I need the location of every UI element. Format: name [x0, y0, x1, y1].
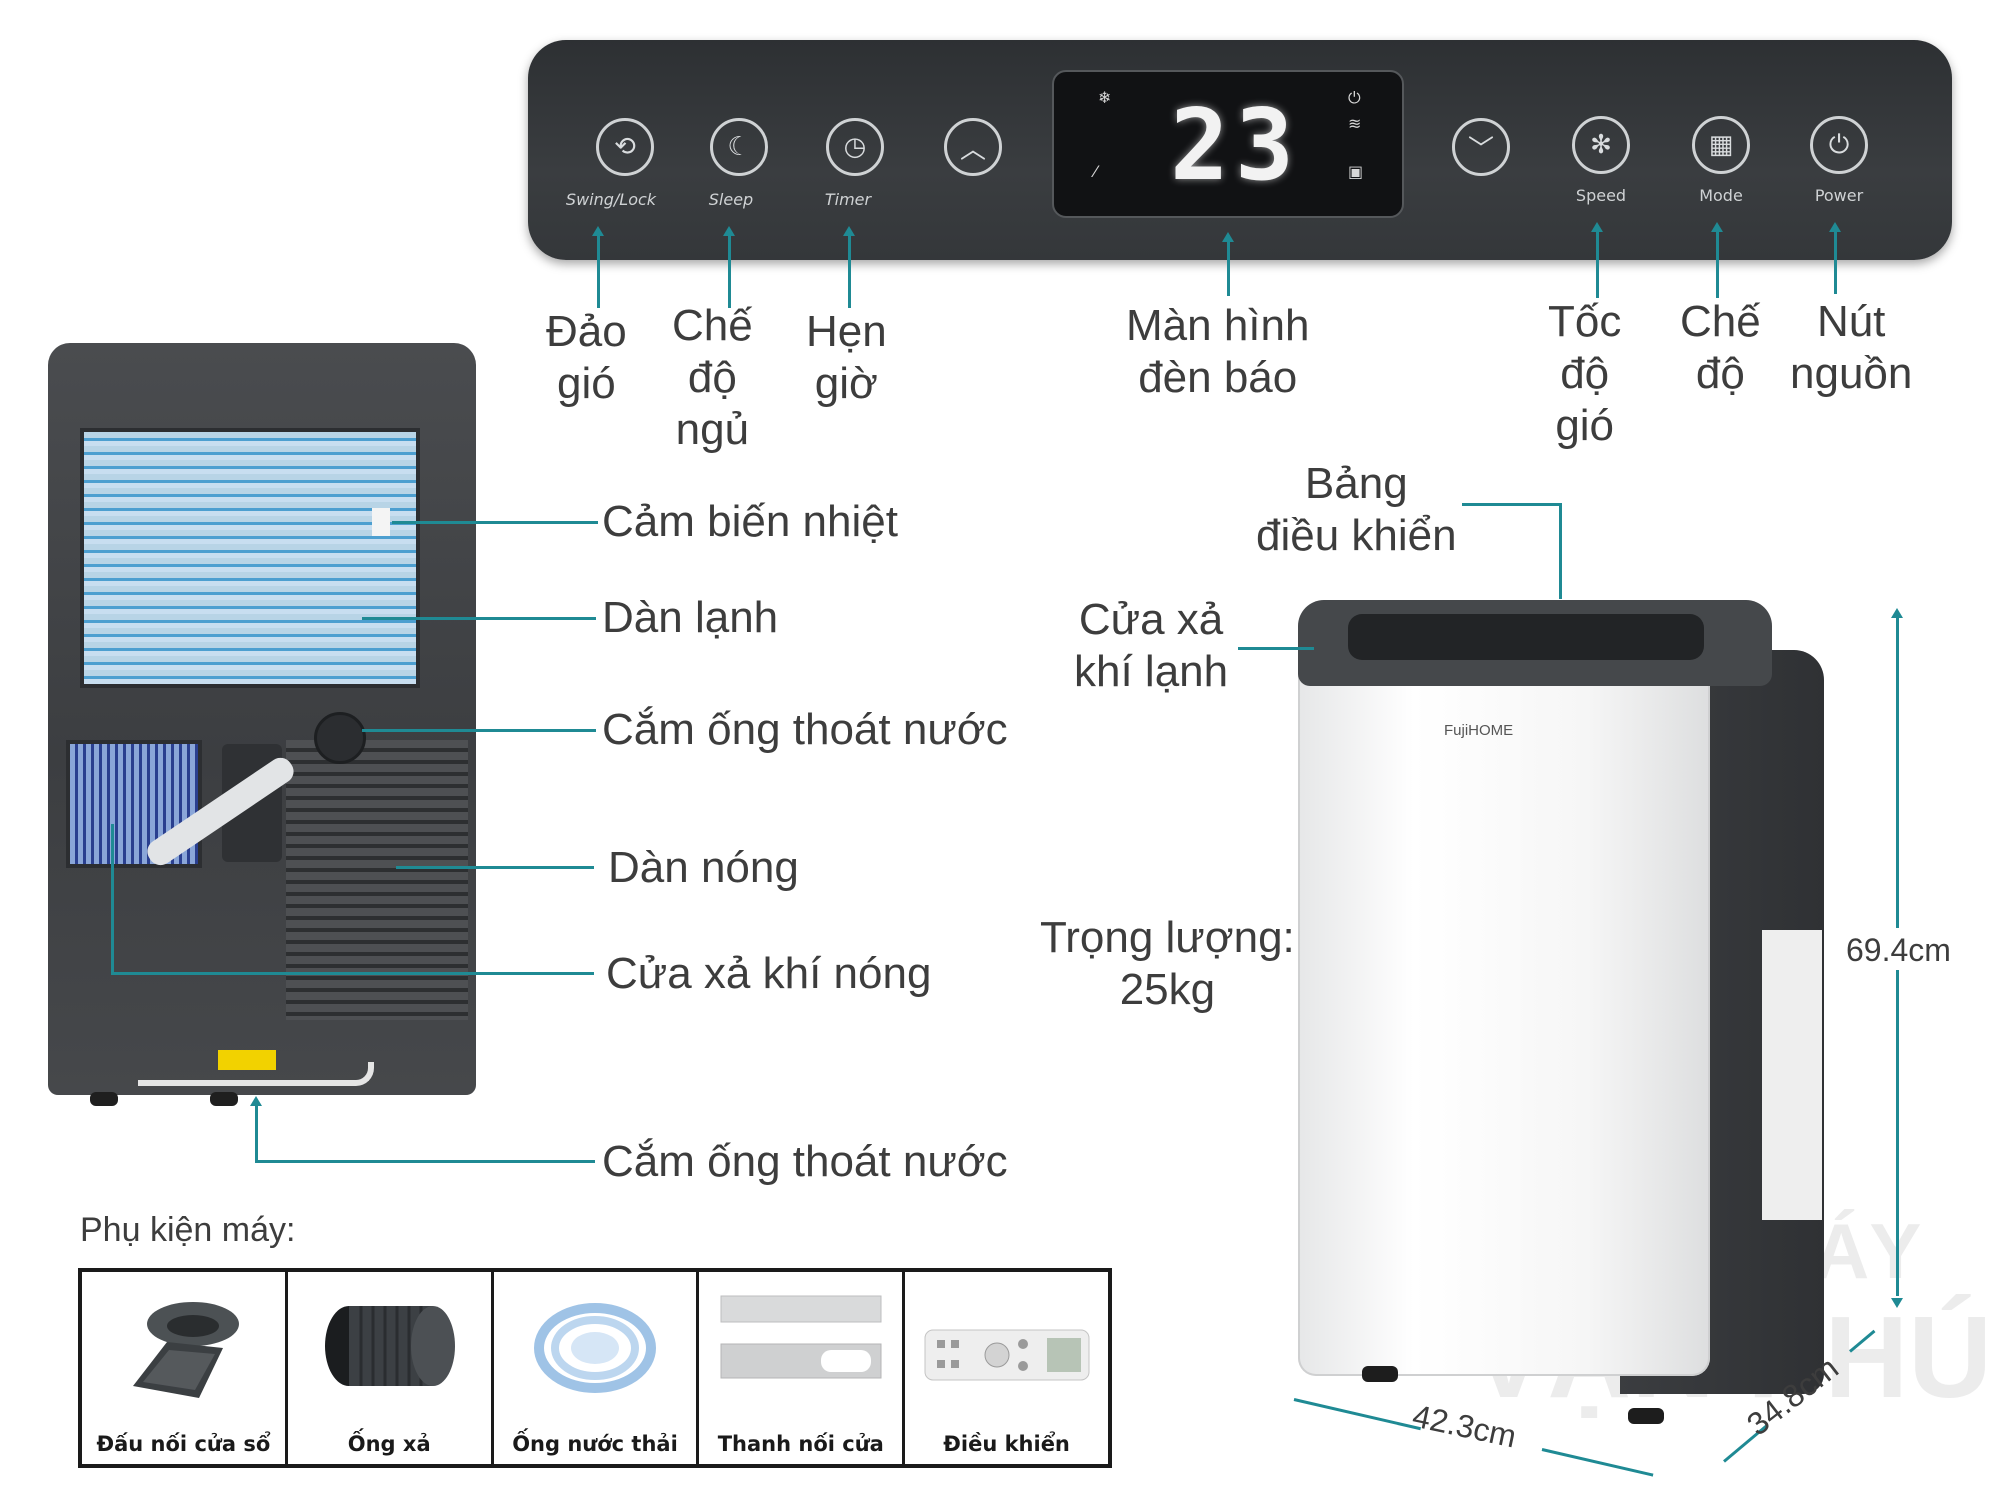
- mode-label: Mode: [1699, 186, 1743, 205]
- accessory-window-bar: Thanh nối cửa: [699, 1272, 906, 1464]
- accessory-label: Ống nước thải: [512, 1432, 678, 1456]
- wheel: [90, 1092, 118, 1106]
- lock-small-icon: ▣: [1348, 162, 1364, 181]
- label-power: Nút nguồn: [1790, 297, 1913, 398]
- drain-port-top: [314, 712, 366, 764]
- accessory-label: Ống xả: [347, 1432, 431, 1456]
- label-timer: Hẹn giờ: [806, 307, 887, 408]
- accessories-title: Phụ kiện máy:: [80, 1211, 296, 1249]
- unit-front-body: [1298, 648, 1710, 1376]
- snowflake-icon: ❄: [1098, 88, 1112, 107]
- label-drain-top: Cắm ống thoát nước: [602, 705, 1008, 754]
- swing-lock-label: Swing/Lock: [565, 190, 657, 209]
- led-display: [1052, 70, 1404, 218]
- label-hot-exhaust: Cửa xả khí nóng: [606, 949, 932, 998]
- label-temp-sensor: Cảm biến nhiệt: [602, 497, 898, 546]
- label-control-panel: Bảng điều khiển: [1256, 459, 1457, 560]
- timer-label: Timer: [824, 190, 872, 209]
- warning-sticker: [218, 1050, 276, 1070]
- wifi-icon: ≋: [1348, 114, 1362, 133]
- power-label: Power: [1814, 186, 1864, 205]
- window-bar-icon: [720, 1295, 882, 1379]
- fan-small-icon: ⁄: [1094, 162, 1097, 181]
- temp-sensor: [372, 508, 390, 536]
- accessory-window-adapter: Đấu nối cửa sổ: [82, 1272, 288, 1464]
- power-small-icon: ⏻: [1348, 88, 1361, 107]
- timer-icon[interactable]: ◷: [826, 118, 884, 176]
- accessories-table: Đấu nối cửa sổ Ống xả Ống nước thải: [78, 1268, 1112, 1468]
- sleep-icon[interactable]: ☾: [710, 118, 768, 176]
- swing-lock-icon[interactable]: ⟲: [596, 118, 654, 176]
- chevron-down-icon[interactable]: ﹀: [1452, 118, 1510, 176]
- cold-air-vent: [1348, 614, 1704, 660]
- power-icon[interactable]: ⏻: [1810, 116, 1868, 174]
- accessory-exhaust-hose: Ống xả: [288, 1272, 494, 1464]
- accessory-remote: Điều khiển: [905, 1272, 1108, 1464]
- brand-logo: FujiHOME: [1444, 722, 1514, 739]
- exhaust-hose-icon: [325, 1306, 456, 1386]
- label-cold-outlet: Cửa xả khí lạnh: [1074, 595, 1229, 696]
- label-swing: Đảo gió: [546, 307, 627, 408]
- wheel: [210, 1092, 238, 1106]
- label-weight: Trọng lượng: 25kg: [1040, 913, 1295, 1014]
- evaporator-coil: [80, 428, 420, 688]
- label-evaporator: Dàn lạnh: [602, 593, 779, 642]
- chevron-up-icon[interactable]: ︿: [944, 118, 1002, 176]
- wheel: [1628, 1408, 1664, 1424]
- accessory-label: Đấu nối cửa sổ: [96, 1432, 271, 1456]
- accessory-label: Thanh nối cửa: [717, 1432, 884, 1456]
- sleep-label: Sleep: [708, 190, 754, 209]
- label-mode: Chế độ: [1680, 297, 1761, 398]
- mode-icon[interactable]: ▦: [1692, 116, 1750, 174]
- temperature-readout: 23: [1169, 89, 1300, 203]
- accessory-label: Điều khiển: [943, 1432, 1070, 1456]
- wheel: [1362, 1366, 1398, 1382]
- label-height: 69.4cm: [1846, 932, 1951, 968]
- window-adapter-icon: [133, 1302, 240, 1398]
- condenser-grille: [286, 740, 468, 1020]
- accessory-drain-pipe: Ống nước thải: [494, 1272, 700, 1464]
- label-drain-bottom: Cắm ống thoát nước: [602, 1137, 1008, 1186]
- label-display: Màn hình đèn báo: [1126, 301, 1310, 402]
- spec-label: [1762, 930, 1822, 1220]
- remote-control-icon: [924, 1329, 1090, 1381]
- fan-speed-icon[interactable]: ✻: [1572, 116, 1630, 174]
- label-speed: Tốc độ gió: [1548, 297, 1622, 450]
- drain-pipe-icon: [533, 1303, 656, 1393]
- drain-hose: [138, 1062, 374, 1086]
- label-sleep: Chế độ ngủ: [672, 301, 753, 454]
- label-condenser: Dàn nóng: [608, 843, 799, 892]
- speed-label: Speed: [1575, 186, 1627, 205]
